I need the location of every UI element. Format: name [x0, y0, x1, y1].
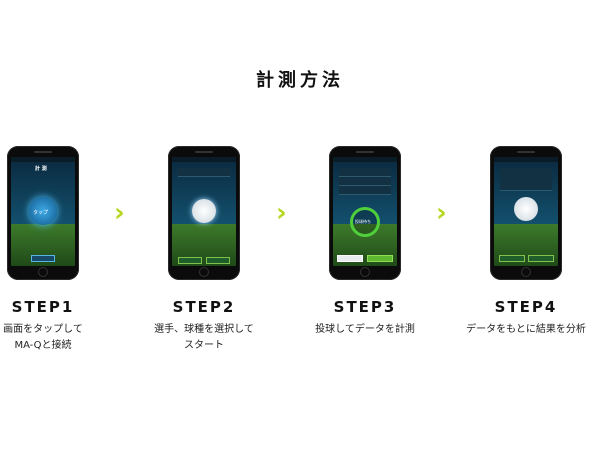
step2-description: 選手、球種を選択して スタート: [129, 322, 279, 354]
screen-step1[interactable]: 計 測 タップ: [11, 157, 75, 266]
phone-step2: [168, 146, 240, 280]
step1-desc-line2: MA-Qと接続: [14, 340, 72, 351]
step3-description: 投球してデータを計測: [290, 322, 440, 338]
step1-desc-line1: 画面をタップして: [3, 324, 83, 335]
step2-label: STEP2: [172, 298, 236, 316]
step4-description: データをもとに結果を分析: [451, 322, 600, 338]
step2-desc-line1: 選手、球種を選択して: [154, 324, 254, 335]
top-button[interactable]: [528, 255, 554, 262]
start-button[interactable]: [206, 257, 230, 264]
step2-desc-line2: スタート: [184, 340, 224, 351]
tap-ring[interactable]: [29, 197, 57, 225]
screen-step2[interactable]: [172, 157, 236, 266]
data-row: [339, 186, 391, 195]
select-button[interactable]: [178, 257, 202, 264]
baseball-icon: [514, 197, 538, 221]
data-row: [339, 177, 391, 186]
finish-button[interactable]: [367, 255, 393, 262]
cancel-button[interactable]: [337, 255, 363, 262]
page-title: 計測方法: [256, 70, 344, 91]
screen-step3[interactable]: 投球待ち: [333, 157, 397, 266]
pitch-type-row[interactable]: [178, 168, 230, 177]
data-row: [339, 168, 391, 177]
analyze-button[interactable]: [499, 255, 525, 262]
tap-button[interactable]: タップ: [33, 210, 49, 216]
phone-step1: 計 測 タップ: [7, 146, 79, 280]
phone-step3: 投球待ち: [329, 146, 401, 280]
step4-desc-line1: データをもとに結果を分析: [466, 324, 586, 335]
screen-step4[interactable]: [494, 157, 558, 266]
step4-label: STEP4: [494, 298, 558, 316]
phone-step4: [490, 146, 562, 280]
step1-label: STEP1: [11, 298, 75, 316]
waiting-ring: [350, 207, 380, 237]
screen-title: 計 測: [35, 166, 47, 172]
baseball-icon[interactable]: [192, 199, 216, 223]
step3-desc-line1: 投球してデータを計測: [315, 324, 415, 335]
step1-description: 画面をタップして MA-Qと接続: [0, 322, 118, 354]
result-summary: [500, 168, 552, 191]
bottom-button[interactable]: [31, 255, 55, 262]
waiting-label: 投球待ち: [355, 219, 371, 224]
step3-label: STEP3: [333, 298, 397, 316]
